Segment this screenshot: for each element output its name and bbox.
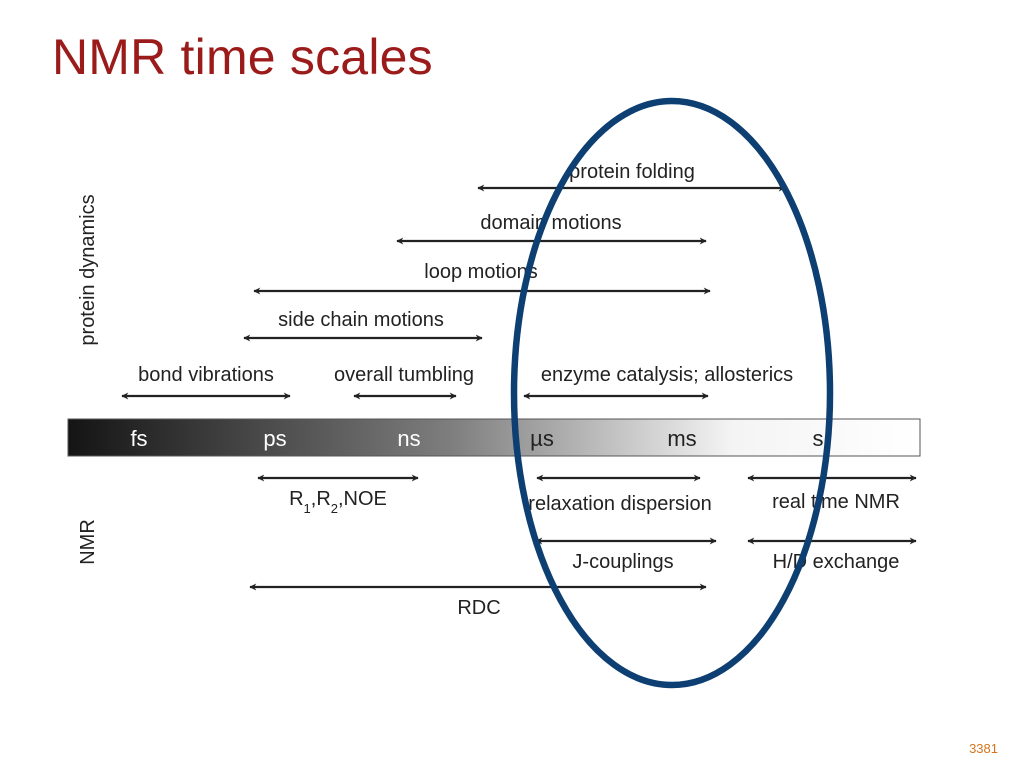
nmr-side-label: NMR [77,519,99,565]
unit-us: µs [530,426,554,451]
j-couplings-label: J-couplings [572,551,673,573]
protein-folding-label: protein folding [569,161,695,183]
side-chain-motions-label: side chain motions [278,309,444,331]
enzyme-catalysis-label: enzyme catalysis; allosterics [541,364,793,386]
r1-r2-noe-label: R1,R2,NOE [289,488,387,516]
highlight-ellipse [510,97,834,689]
slide-title: NMR time scales [52,29,433,85]
relaxation-dispersion-label: relaxation dispersion [528,493,711,515]
slide-number: 3381 [969,741,998,756]
unit-fs: fs [130,426,147,451]
hd-exchange-label: H/D exchange [773,551,900,573]
real-time-nmr-label: real time NMR [772,491,900,513]
bond-vibrations-label: bond vibrations [138,364,274,386]
timescale-bar [67,418,921,457]
rdc-label: RDC [457,597,500,619]
unit-ps: ps [263,426,286,451]
overall-tumbling-label: overall tumbling [334,364,474,386]
domain-motions-label: domain motions [480,212,621,234]
unit-ns: ns [397,426,420,451]
loop-motions-label: loop motions [424,261,537,283]
unit-ms: ms [667,426,696,451]
protein-dynamics-side-label: protein dynamics [77,194,99,345]
unit-s: s [813,426,824,451]
